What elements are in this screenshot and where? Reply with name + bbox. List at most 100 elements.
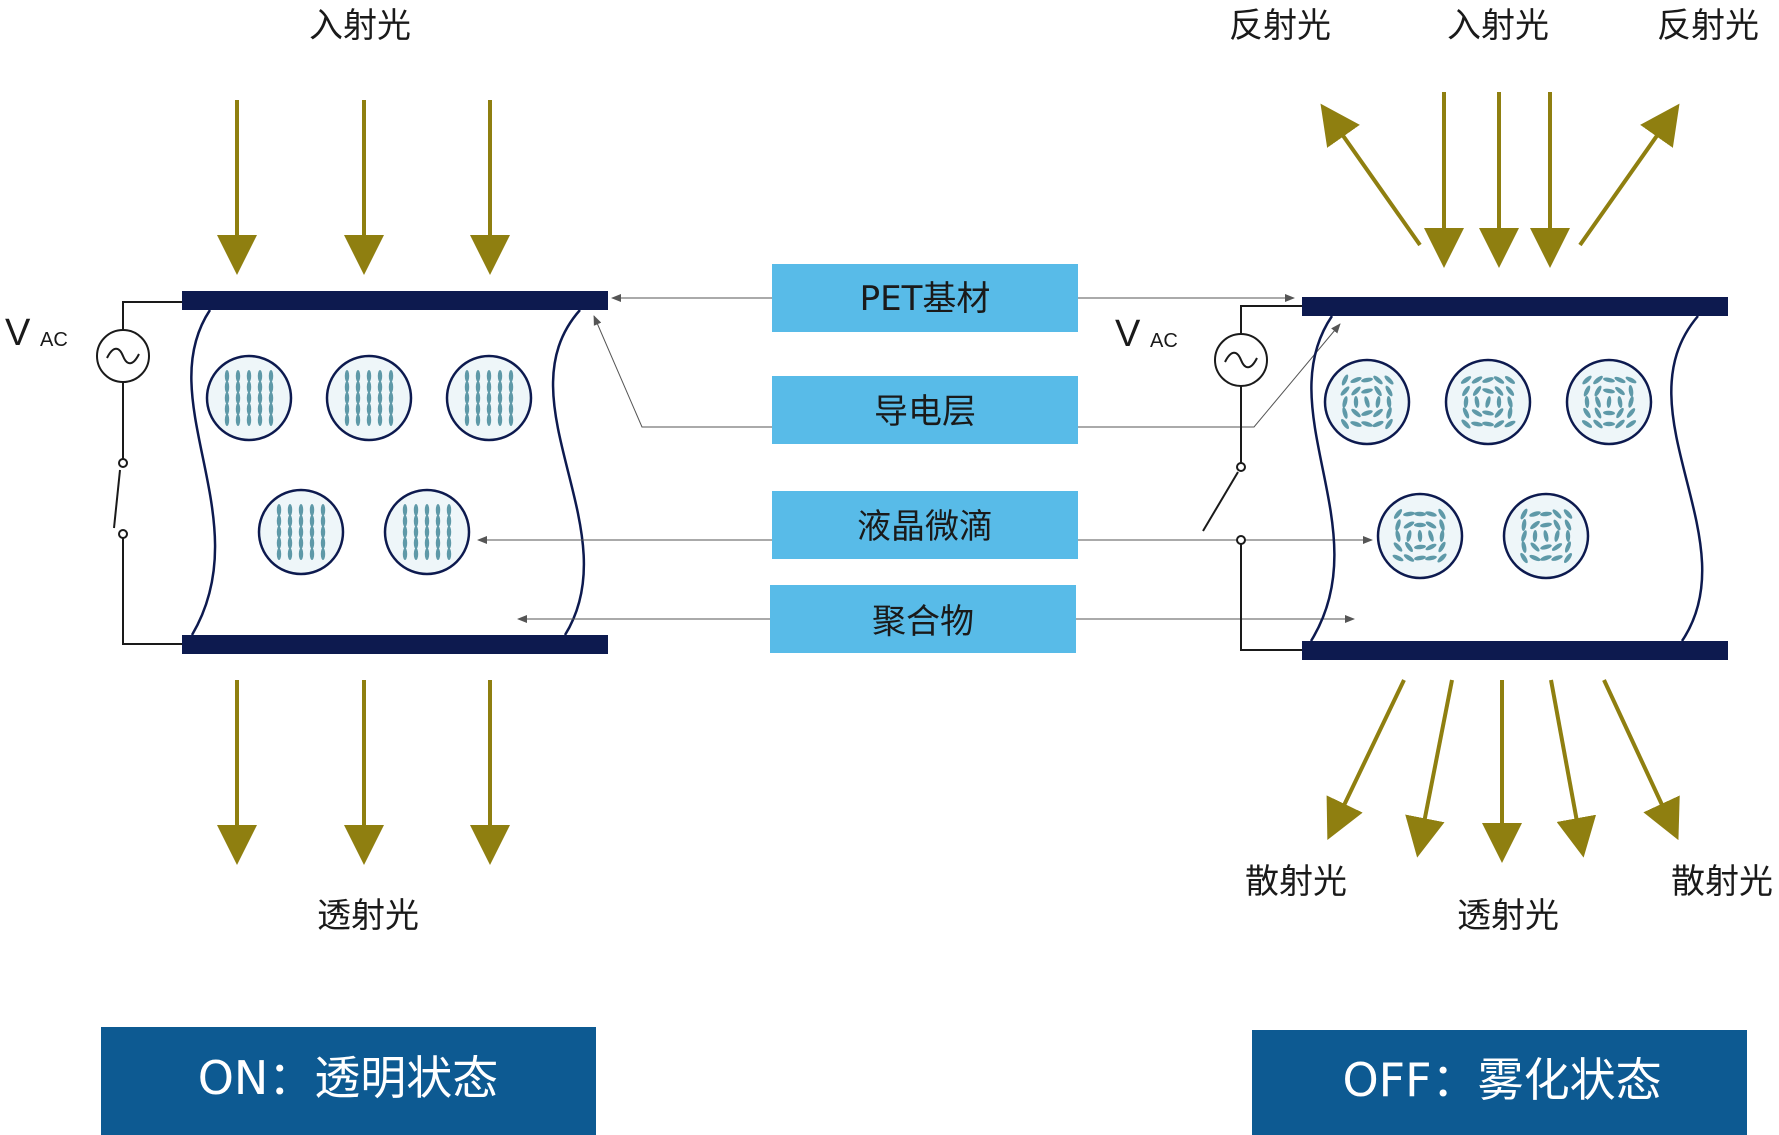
lc-molecule [1374,385,1382,397]
right-bottom-electrode [1302,641,1728,660]
lc-molecule [1606,396,1612,408]
lc-molecule [1414,522,1426,528]
legend-box-pet [772,264,1078,332]
lc-molecule [1482,377,1494,383]
right-circuit [1202,305,1302,651]
left-state-box [101,1027,596,1135]
lc-molecule [388,403,394,415]
lc-molecule [1425,521,1437,529]
lc-molecule [475,381,481,393]
lc-molecule [257,403,263,415]
lc-molecule [1350,376,1362,384]
legend-conductive-label: 导电层 [874,392,976,432]
lc-molecule [1628,385,1634,397]
lc-molecule [1543,530,1549,542]
lc-droplet [1502,492,1590,580]
lc-molecule [224,414,230,426]
lc-molecule [413,526,419,538]
lc-molecule [475,370,481,382]
lc-molecule [1361,410,1373,416]
lc-molecule [1494,408,1504,418]
lc-molecule [268,392,274,404]
lc-molecule [435,537,441,549]
lc-molecule [1594,385,1602,397]
lc-molecule [1584,396,1590,408]
lc-molecule [1552,509,1562,519]
lc-molecule [1385,418,1393,430]
lc-molecule [1405,541,1413,553]
lc-molecule [1482,410,1494,416]
lc-molecule [402,504,408,516]
lc-molecule [1414,555,1426,561]
lc-molecule [446,537,452,549]
right-state-label: OFF：雾化状态 [1342,1053,1661,1107]
lc-molecule [298,526,304,538]
lc-molecule [344,381,350,393]
lc-molecule [298,537,304,549]
right-incident-label: 入射光 [1447,6,1549,46]
lc-molecule [435,504,441,516]
lc-molecule [388,370,394,382]
left-transmitted-label: 透射光 [317,896,419,936]
lc-molecule [355,392,361,404]
lc-molecule [320,537,326,549]
lc-molecule [1563,509,1573,519]
left-voltage-label: V [5,312,31,354]
lc-molecule [1504,420,1516,428]
lc-molecule [224,392,230,404]
left-panel: 入射光 V AC [5,6,608,1135]
legend-droplet-label: 液晶微滴 [857,507,993,547]
lc-molecule [464,392,470,404]
lc-molecule [235,370,241,382]
lc-molecule [355,370,361,382]
lc-molecule [1564,541,1572,553]
lc-molecule [1554,530,1560,542]
lc-molecule [497,392,503,404]
lc-molecule [366,403,372,415]
legend-leader-lines [477,294,1373,623]
lc-molecule [1593,375,1603,385]
lc-molecule [344,414,350,426]
lc-droplet [1323,358,1411,446]
lc-droplet [205,354,293,442]
lc-molecule [1603,421,1615,427]
lc-molecule [287,526,293,538]
lc-molecule [1351,386,1361,396]
lc-molecule [413,548,419,560]
lc-droplet [383,488,471,576]
lc-molecule [1594,407,1602,419]
lc-molecule [435,515,441,527]
lc-molecule [1628,396,1634,408]
lc-molecule [268,414,274,426]
lc-molecule [424,504,430,516]
lc-molecule [1507,407,1513,419]
lc-molecule [1460,376,1472,384]
lc-molecule [508,381,514,393]
lc-molecule [1342,407,1348,419]
legend-box-conductive [772,376,1078,444]
lc-molecule [1439,519,1445,531]
lc-molecule [344,370,350,382]
lc-molecule [257,414,263,426]
lc-molecule [1521,541,1527,553]
lc-molecule [1593,419,1603,429]
lc-molecule [1373,375,1383,385]
lc-molecule [486,370,492,382]
legend: PET基材 导电层 液晶微滴 聚合物 [477,264,1373,653]
left-polymer-right-edge [551,309,585,636]
right-voltage-label: V [1115,313,1141,355]
lc-molecule [287,515,293,527]
lc-molecule [424,515,430,527]
lc-molecule [1353,396,1359,408]
lc-molecule [1340,386,1350,396]
right-reflected-right-label: 反射光 [1657,6,1759,46]
lc-molecule [1493,420,1505,428]
lc-molecule [268,370,274,382]
lc-molecule [424,537,430,549]
lc-molecule [1616,407,1624,419]
lc-molecule [344,403,350,415]
lc-molecule [276,504,282,516]
lc-molecule [246,414,252,426]
lc-molecule [1507,396,1513,408]
lc-molecule [497,370,503,382]
